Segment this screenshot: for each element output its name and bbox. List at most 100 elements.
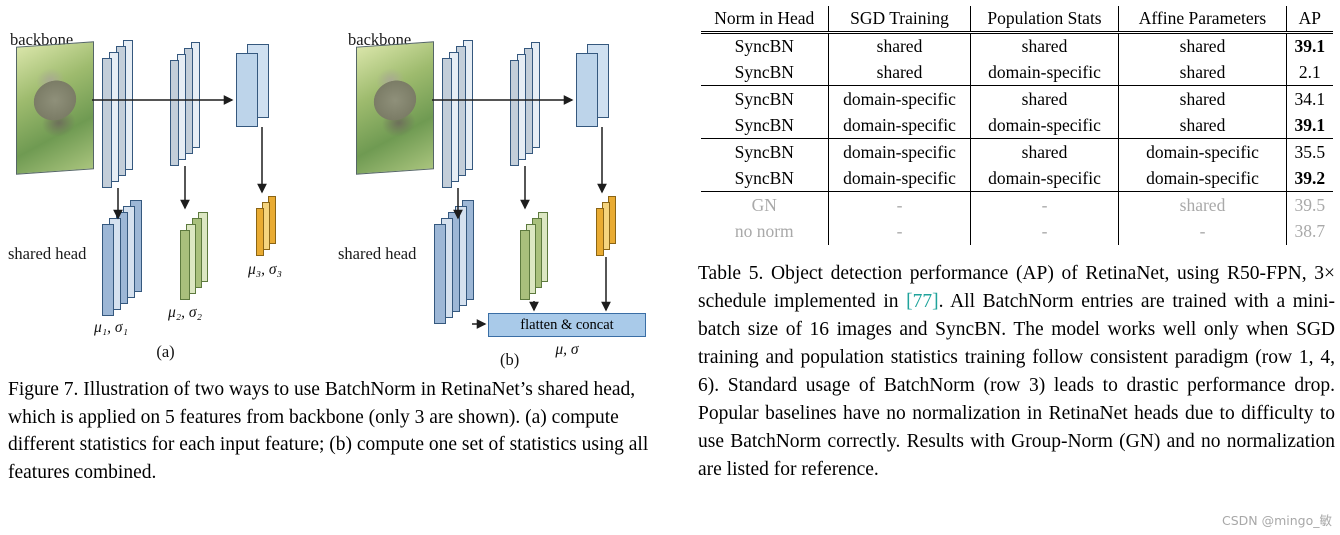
cell-ap: 39.1 (1286, 112, 1333, 139)
table-caption-text2: . All BatchNorm entries are trained with… (698, 290, 1335, 481)
backbone-stage3-b (576, 44, 609, 127)
head-feature1-a (102, 200, 142, 316)
cell-norm: SyncBN (700, 59, 829, 86)
cell-norm: SyncBN (700, 165, 829, 192)
cell-pop: domain-specific (970, 59, 1119, 86)
input-image-b (356, 41, 434, 175)
cell-norm: SyncBN (700, 32, 829, 59)
cell-sgd: domain-specific (828, 165, 971, 192)
subfigure-label-b: (b) (500, 350, 520, 369)
cell-affine: domain-specific (1118, 165, 1287, 192)
cell-pop: domain-specific (970, 112, 1119, 139)
feature-plate (520, 230, 530, 300)
feature-plate (102, 58, 112, 188)
feature-plate (596, 208, 604, 256)
feature-plate (442, 58, 452, 188)
cell-sgd: shared (828, 32, 971, 59)
cell-affine: shared (1118, 32, 1287, 59)
feature-plate (236, 53, 258, 127)
table-caption: Table 5. Object detection performance (A… (698, 260, 1335, 485)
stats-label-3: μ₃, σ₃ (248, 261, 282, 278)
head-feature3-a (256, 196, 276, 256)
header-norm-in-head: Norm in Head (700, 6, 829, 34)
head-feature2-a (180, 212, 208, 300)
feature-plate (434, 224, 446, 324)
feature-plate (510, 60, 519, 166)
cell-affine: shared (1118, 191, 1287, 218)
header-affine-params: Affine Parameters (1118, 6, 1287, 34)
cell-sgd: - (828, 218, 971, 245)
feature-plate (180, 230, 190, 300)
cell-ap: 39.1 (1294, 36, 1326, 56)
cell-sgd: - (828, 191, 971, 218)
figure-caption: Figure 7. Illustration of two ways to us… (8, 379, 649, 484)
shared-head-label-b: shared head (338, 244, 417, 263)
backbone-stage2-a (170, 42, 200, 166)
backbone-stage1-b (442, 40, 473, 188)
cell-pop: - (970, 218, 1119, 245)
cell-pop: shared (970, 32, 1119, 59)
results-table: Norm in Head SGD Training Population Sta… (700, 6, 1333, 245)
stats-label-1: μ₁, σ₁ (94, 319, 128, 336)
backbone-stage3-a (236, 44, 269, 127)
cell-ap: 38.7 (1294, 220, 1326, 241)
cell-ap: 2.1 (1286, 59, 1333, 86)
cell-sgd: domain-specific (828, 112, 971, 139)
cell-sgd: domain-specific (828, 85, 971, 112)
table-caption-text1: Table 5. Object detection performance (A… (698, 262, 1335, 312)
watermark: CSDN @mingo_敏 (1221, 513, 1332, 528)
feature-plate (102, 224, 114, 316)
header-ap: AP (1286, 6, 1333, 34)
cell-ap: 35.5 (1294, 141, 1326, 162)
stats-label-combined: μ, σ (555, 341, 579, 358)
flatten-concat-label: flatten & concat (520, 316, 614, 333)
cell-sgd: shared (828, 59, 971, 86)
cell-ap: 39.5 (1294, 194, 1326, 215)
flatten-concat-box: flatten & concat (488, 313, 646, 337)
header-population-stats: Population Stats (970, 6, 1119, 34)
table-header-row: Norm in Head SGD Training Population Sta… (700, 6, 1333, 34)
input-image-a (16, 41, 94, 175)
cell-norm: SyncBN (700, 112, 829, 139)
subfigure-label-a: (a) (156, 342, 175, 361)
feature-plate (256, 208, 264, 256)
figure-7: backbone shared head μ₁, σ₁ μ₂, σ₂ μ₃, σ… (8, 4, 670, 531)
citation-link-77[interactable]: [77] (906, 290, 939, 312)
cell-affine: domain-specific (1118, 138, 1287, 165)
table-row: no norm---38.7 (700, 218, 1333, 245)
shared-head-label-a: shared head (8, 244, 87, 263)
stats-label-2: μ₂, σ₂ (168, 304, 202, 321)
head-feature2-b (520, 212, 548, 300)
cell-affine: shared (1118, 85, 1287, 112)
header-sgd-training: SGD Training (828, 6, 971, 34)
cell-pop: shared (970, 138, 1119, 165)
cell-affine: - (1118, 218, 1287, 245)
cell-pop: shared (970, 85, 1119, 112)
backbone-stage1-a (102, 40, 133, 188)
backbone-stage2-b (510, 42, 540, 166)
cell-norm: no norm (700, 218, 829, 245)
cell-affine: shared (1118, 59, 1287, 86)
cell-sgd: domain-specific (828, 138, 971, 165)
feature-plate (170, 60, 179, 166)
cell-norm: SyncBN (700, 138, 829, 165)
cell-ap: 34.1 (1294, 88, 1326, 109)
cell-norm: SyncBN (700, 85, 829, 112)
feature-plate (576, 53, 598, 127)
cell-pop: - (970, 191, 1119, 218)
head-feature3-b (596, 196, 616, 256)
table-5-section: Norm in Head SGD Training Population Sta… (698, 6, 1335, 484)
cell-norm: GN (700, 191, 829, 218)
cell-pop: domain-specific (970, 165, 1119, 192)
cell-affine: shared (1118, 112, 1287, 139)
head-feature1-b (434, 200, 474, 324)
cell-ap: 39.2 (1286, 165, 1333, 192)
